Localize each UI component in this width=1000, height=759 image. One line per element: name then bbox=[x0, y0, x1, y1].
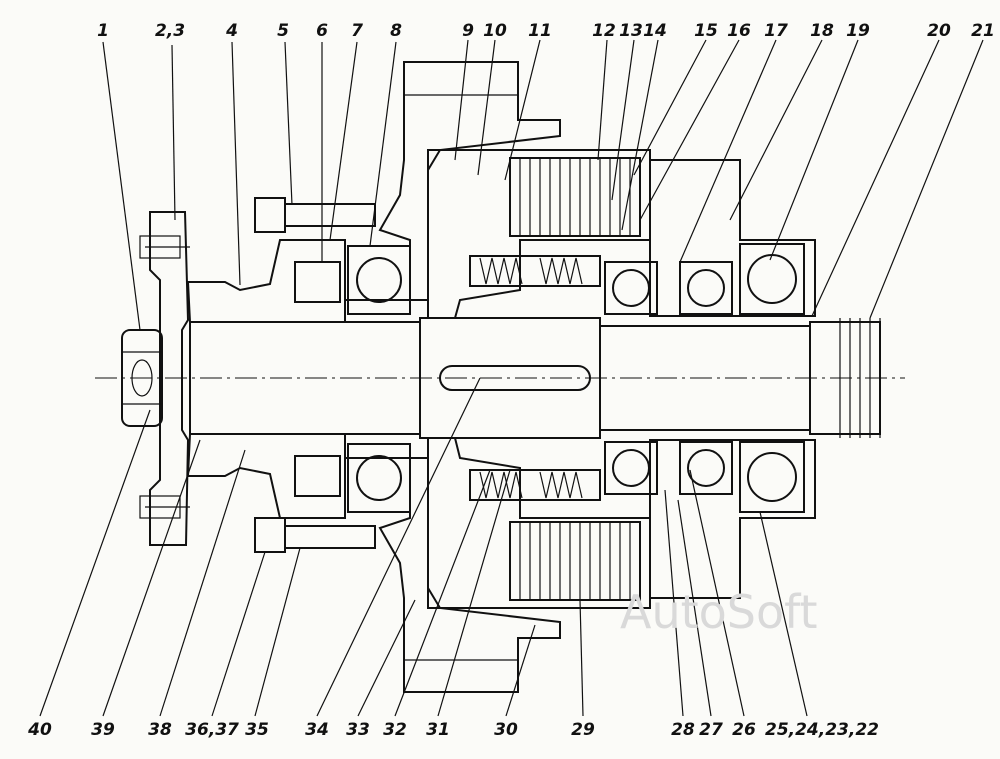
friction-discs bbox=[509, 157, 641, 601]
part-label-top-14: 16 bbox=[727, 21, 751, 41]
part-label-bottom-9: 30 bbox=[494, 720, 518, 740]
right-housing bbox=[649, 159, 816, 599]
part-label-top-19: 21 bbox=[971, 21, 995, 41]
shaft-nut bbox=[121, 329, 163, 427]
part-label-top-8: 10 bbox=[483, 21, 507, 41]
part-label-bottom-0: 40 bbox=[27, 720, 52, 740]
part-label-top-0: 1 bbox=[97, 21, 109, 41]
part-label-bottom-6: 33 bbox=[346, 720, 370, 740]
part-label-top-17: 19 bbox=[846, 21, 870, 41]
part-label-top-18: 20 bbox=[927, 21, 951, 41]
right-bearings bbox=[604, 243, 805, 513]
oil-seals bbox=[294, 261, 341, 497]
part-label-bottom-13: 26 bbox=[732, 720, 756, 740]
part-label-top-7: 9 bbox=[462, 21, 474, 41]
part-label-top-5: 7 bbox=[351, 21, 363, 41]
part-label-bottom-11: 28 bbox=[671, 720, 695, 740]
part-label-top-12: 14 bbox=[643, 21, 667, 41]
part-label-bottom-10: 29 bbox=[571, 720, 595, 740]
leader-lines bbox=[39, 39, 984, 717]
clutch-drum bbox=[427, 149, 651, 609]
part-label-bottom-7: 32 bbox=[383, 720, 407, 740]
part-label-bottom-4: 35 bbox=[245, 720, 269, 740]
part-label-bottom-8: 31 bbox=[426, 720, 450, 740]
part-label-top-9: 11 bbox=[528, 21, 552, 41]
left-bearings bbox=[347, 245, 411, 513]
part-label-top-13: 15 bbox=[694, 21, 718, 41]
part-label-top-3: 5 bbox=[277, 21, 289, 41]
part-label-bottom-5: 34 bbox=[305, 720, 329, 740]
piston-springs bbox=[469, 255, 601, 501]
part-label-top-6: 8 bbox=[390, 21, 402, 41]
part-label-top-10: 12 bbox=[592, 21, 616, 41]
part-label-top-4: 6 bbox=[316, 21, 328, 41]
part-label-top-15: 17 bbox=[764, 21, 788, 41]
part-label-bottom-3: 36,37 bbox=[185, 720, 239, 740]
part-label-top-2: 4 bbox=[225, 21, 238, 41]
part-label-bottom-2: 38 bbox=[148, 720, 172, 740]
part-label-top-11: 13 bbox=[619, 21, 643, 41]
part-label-bottom-1: 39 bbox=[91, 720, 115, 740]
part-label-top-1: 2,3 bbox=[155, 21, 185, 41]
left-flange bbox=[139, 211, 190, 546]
part-label-top-16: 18 bbox=[810, 21, 834, 41]
part-label-bottom-14: 25,24,23,22 bbox=[765, 720, 879, 740]
watermark: AutoSoft bbox=[620, 585, 818, 639]
part-label-bottom-12: 27 bbox=[699, 720, 723, 740]
